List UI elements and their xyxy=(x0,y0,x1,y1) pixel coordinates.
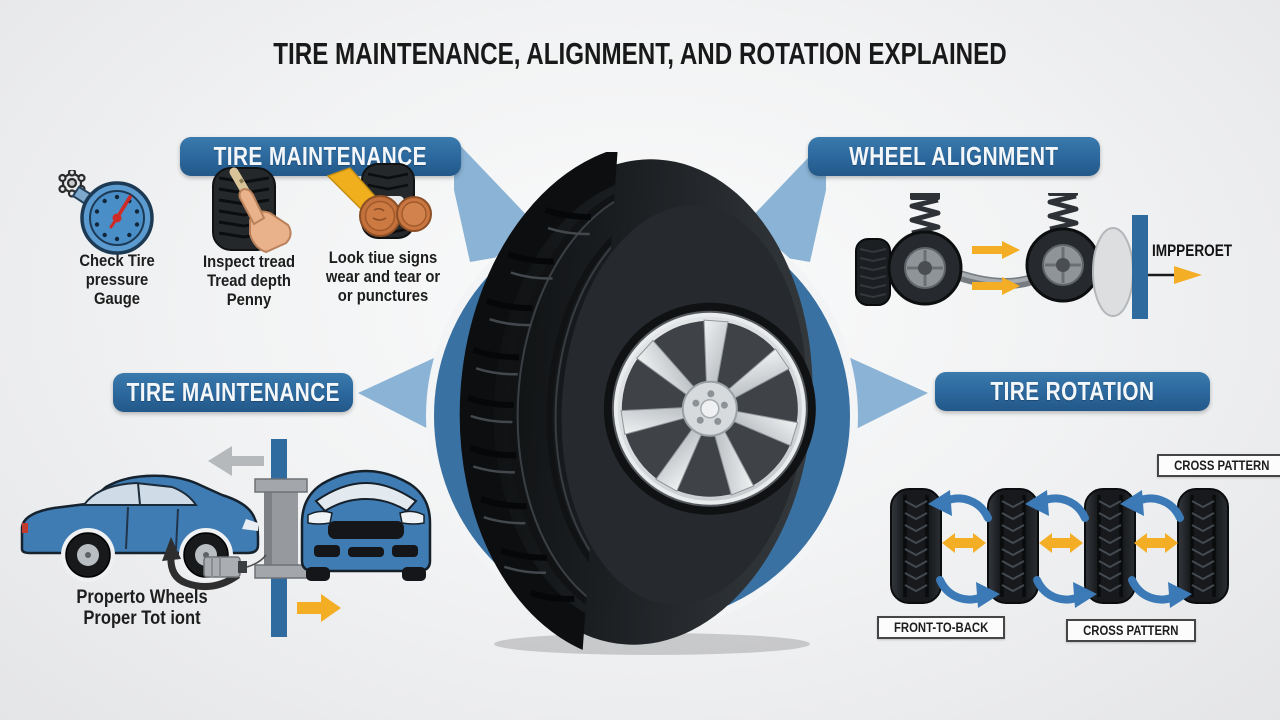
alloy-rim xyxy=(603,302,816,515)
wheel-right xyxy=(1025,227,1101,303)
lift-caption-line2: Proper Tot iont xyxy=(83,608,201,630)
car-lift-icon xyxy=(20,439,432,637)
yellow-arrow-right xyxy=(297,594,341,622)
lift-clamp-top xyxy=(254,478,308,493)
tread-caption-line1: Inspect tread xyxy=(202,252,296,271)
lift-caption: Properto Wheels Proper Tot iont xyxy=(64,587,221,630)
tread-grooves xyxy=(467,206,591,602)
coil-spring-left xyxy=(909,193,941,236)
callout-arrow xyxy=(1174,266,1202,284)
tire-pressure-gauge-icon xyxy=(58,170,154,255)
gauge-ticks xyxy=(94,194,140,242)
pennies xyxy=(359,195,432,237)
label-cross-pattern-mid: CROSS PATTERN xyxy=(1066,619,1196,642)
gauge-caption-line1: Check Tire xyxy=(79,251,155,270)
banner-wheel-alignment: WHEEL ALIGNMENT xyxy=(808,137,1100,176)
banner-tire-maintenance-bottom-label: TIRE MAINTENANCE xyxy=(126,377,340,407)
swap-arrow-2 xyxy=(1039,533,1083,553)
label-front-to-back-text: FRONT-TO-BACK xyxy=(893,620,989,635)
tread-caption-line3: Penny xyxy=(226,290,272,310)
label-front-to-back: FRONT-TO-BACK xyxy=(877,616,1006,639)
penny-caption-line2: wear and tear or xyxy=(325,267,441,287)
swap-arrow-1 xyxy=(942,533,986,553)
label-cross-pattern-top: CROSS PATTERN xyxy=(1157,454,1280,477)
rotation-tire-4 xyxy=(1176,487,1230,605)
push-arrow-bottom xyxy=(972,277,1020,295)
tread-caption: Inspect tread Tread depth Penny xyxy=(194,252,304,309)
hand xyxy=(238,187,292,254)
suspension-axle-icon xyxy=(855,193,1202,319)
banner-tire-maintenance-bottom: TIRE MAINTENANCE xyxy=(113,373,353,412)
gauge-caption-line2: pressure xyxy=(85,270,149,290)
wheel-left xyxy=(887,230,963,306)
side-tire xyxy=(855,238,891,306)
coil-spring-right xyxy=(1047,193,1079,232)
tread-caption-line2: Tread depth xyxy=(207,271,291,291)
label-cross-pattern-top-text: CROSS PATTERN xyxy=(1174,458,1270,473)
banner-wheel-alignment-label: WHEEL ALIGNMENT xyxy=(849,141,1059,171)
tire-body xyxy=(459,152,816,654)
tread-depth-check-icon xyxy=(212,167,292,254)
alignment-bar xyxy=(1132,215,1148,319)
banner-tire-rotation-label: TIRE ROTATION xyxy=(990,376,1155,406)
lift-clamp-bottom xyxy=(254,564,308,579)
label-cross-pattern-mid-text: CROSS PATTERN xyxy=(1083,623,1179,638)
lift-caption-line1: Properto Wheels xyxy=(76,587,208,608)
penny-caption-line1: Look tiue signs xyxy=(328,248,438,267)
penny-caption: Look tiue signs wear and tear or or punc… xyxy=(321,248,445,305)
penny-caption-line3: or punctures xyxy=(337,286,429,306)
swap-arrow-3 xyxy=(1134,533,1178,553)
car-side-view xyxy=(20,474,260,582)
banner-tire-rotation: TIRE ROTATION xyxy=(935,372,1210,411)
push-arrow-top xyxy=(972,241,1020,259)
center-tire-icon xyxy=(459,152,816,655)
gauge-caption: Check Tire pressure Gauge xyxy=(60,251,173,308)
gauge-caption-line3: Gauge xyxy=(93,289,141,309)
gray-arrow-left xyxy=(208,446,264,476)
alignment-callout: IMPPEROET xyxy=(1152,241,1233,260)
wheel-disc xyxy=(1092,227,1134,317)
car-front-view xyxy=(300,469,432,581)
torque-tool xyxy=(162,537,267,591)
page-title: TIRE MAINTENANCE, ALIGNMENT, AND ROTATIO… xyxy=(273,36,1007,71)
penny-wear-test-icon xyxy=(326,163,432,239)
